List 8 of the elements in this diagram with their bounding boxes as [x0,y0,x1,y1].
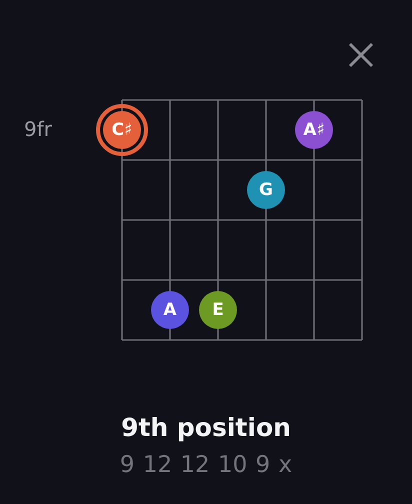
fingering-text: 9 12 12 10 9 x [120,452,292,478]
note-dot: A♯ [295,111,333,149]
note-dot: G [247,171,285,209]
root-note-dot: C♯ [96,104,148,156]
note-dot: A [151,291,189,329]
note-dot: E [199,291,237,329]
fret-number-label: 9fr [24,117,52,141]
position-title: 9th position [121,413,291,442]
